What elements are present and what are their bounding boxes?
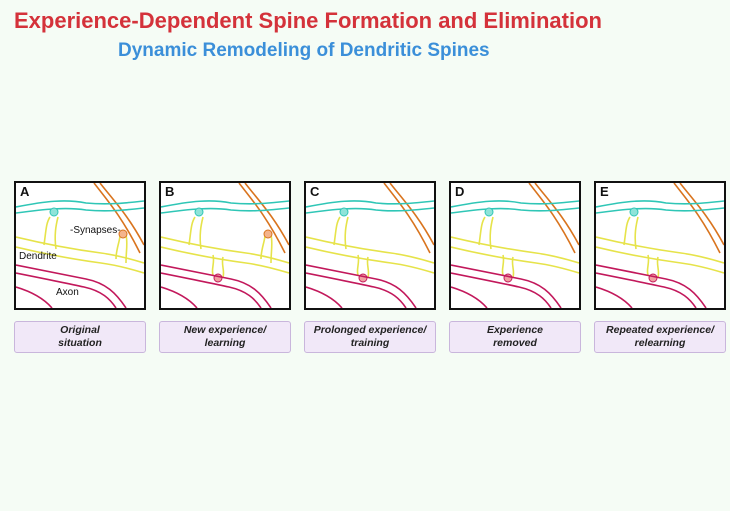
panel-a-caption: Original situation	[14, 321, 146, 353]
panel-a-column: A -Synapses- Dendrite Axon Original situ…	[14, 181, 146, 353]
axon-label: Axon	[56, 287, 79, 298]
panel-c-letter: C	[310, 184, 320, 199]
subtitle: Dynamic Remodeling of Dendritic Spines	[118, 40, 490, 61]
panel-b-column: B New experience/ learning	[159, 181, 291, 353]
panel-d-caption: Experience removed	[449, 321, 581, 353]
panel-e-illustration	[596, 183, 724, 308]
panel-e-caption-text: Repeated experience/ relearning	[606, 324, 714, 349]
synapses-label: -Synapses-	[70, 225, 121, 236]
panel-c-caption-text: Prolonged experience/ training	[313, 324, 427, 349]
panel-e-letter: E	[600, 184, 609, 199]
panel-a-letter: A	[20, 184, 30, 199]
panel-b: B	[159, 181, 291, 310]
panel-a-illustration	[16, 183, 144, 308]
panel-b-illustration	[161, 183, 289, 308]
panel-row: A -Synapses- Dendrite Axon Original situ…	[14, 181, 726, 353]
panel-d: D	[449, 181, 581, 310]
panel-d-letter: D	[455, 184, 465, 199]
panel-c-illustration	[306, 183, 434, 308]
panel-e-column: E Repeated experience/ relearning	[594, 181, 726, 353]
dendrite-label: Dendrite	[19, 251, 57, 262]
panel-e-caption: Repeated experience/ relearning	[594, 321, 726, 353]
panel-a: A -Synapses- Dendrite Axon	[14, 181, 146, 310]
panel-e: E	[594, 181, 726, 310]
panel-a-caption-text: Original situation	[58, 324, 102, 349]
panel-b-caption-text: New experience/ learning	[183, 324, 267, 349]
panel-d-column: D Experience removed	[449, 181, 581, 353]
panel-c-column: C Prolonged experience/ training	[304, 181, 436, 353]
panel-b-letter: B	[165, 184, 175, 199]
panel-c-caption: Prolonged experience/ training	[304, 321, 436, 353]
panel-d-illustration	[451, 183, 579, 308]
main-title: Experience-Dependent Spine Formation and…	[14, 8, 602, 33]
panel-b-caption: New experience/ learning	[159, 321, 291, 353]
panel-c: C	[304, 181, 436, 310]
panel-d-caption-text: Experience removed	[486, 324, 544, 349]
